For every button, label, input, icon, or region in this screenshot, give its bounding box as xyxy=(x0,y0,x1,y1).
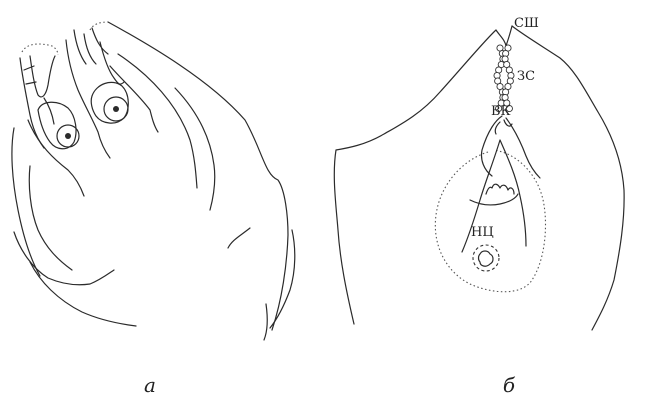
panel-a-seta-6 xyxy=(14,232,114,285)
panel-b-nucleus xyxy=(473,245,499,271)
panel-a-caption: a xyxy=(144,373,156,397)
panel-b-drawing xyxy=(334,26,624,330)
panel-a-dotted-tip-left xyxy=(22,44,58,55)
panel-a-seta-2 xyxy=(175,88,215,210)
panel-a-seta-10 xyxy=(264,304,267,340)
panel-b-crown xyxy=(486,184,514,194)
panel-a-outer-outline xyxy=(108,22,288,330)
panel-b-body-outline xyxy=(334,26,624,330)
panel-a-left-eye xyxy=(38,102,79,149)
panel-a-seta-7 xyxy=(30,262,136,326)
label-ssh: СШ xyxy=(514,16,539,31)
panel-a-seta-4 xyxy=(12,128,40,276)
panel-b-dotted-oval xyxy=(435,150,545,292)
label-vk: ВК xyxy=(491,104,511,119)
label-nc: НЦ xyxy=(471,225,494,240)
panel-b-caption: б xyxy=(503,373,516,397)
panel-a-drawing xyxy=(12,22,295,340)
label-zs: ЗС xyxy=(517,69,535,84)
panel-a-seta-9 xyxy=(270,230,295,328)
panel-b-bead-chain xyxy=(494,45,514,112)
panel-a-seta-8 xyxy=(228,228,250,248)
panel-a-seta-5 xyxy=(29,166,72,270)
panel-b-mouth xyxy=(496,26,512,46)
panel-a-right-eye xyxy=(91,82,128,123)
panel-a-seta-1 xyxy=(118,54,197,188)
